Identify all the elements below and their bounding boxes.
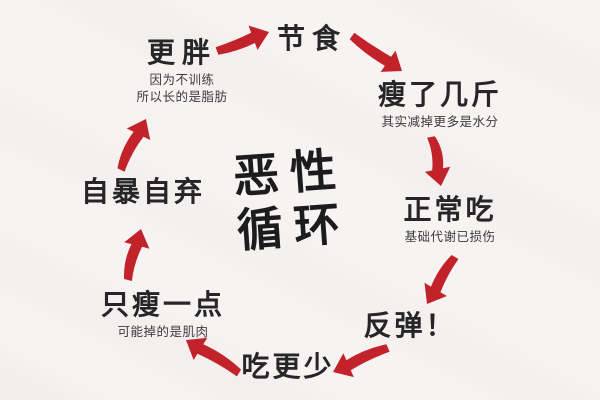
node-give-up: 自暴自弃: [80, 176, 206, 207]
node-fatter-note-2: 所以长的是脂肪: [136, 90, 228, 105]
node-fatter-note-1: 因为不训练: [149, 73, 215, 88]
node-lose-little-note: 可能掉的是肌肉: [117, 325, 209, 340]
node-rebound: 反弹！: [363, 310, 457, 341]
node-eat-less: 吃更少: [241, 351, 335, 382]
center-title-line-2: 循环: [235, 196, 353, 257]
node-diet-label: 节食: [276, 23, 348, 54]
node-fatter: 更胖 因为不训练 所以长的是脂肪: [136, 38, 227, 106]
node-diet: 节食: [276, 23, 348, 54]
node-lose-little: 只瘦一点 可能掉的是肌肉: [101, 290, 225, 341]
node-fatter-label: 更胖: [146, 37, 218, 68]
arrow-lose-little-to-give-up-icon: [124, 229, 150, 281]
arrow-diet-to-lost-pounds-icon: [349, 32, 402, 72]
node-eat-normal-label: 正常吃: [403, 194, 497, 225]
node-lose-little-label: 只瘦一点: [100, 289, 226, 320]
node-lost-pounds: 瘦了几斤 其实减掉更多是水分: [378, 80, 502, 131]
node-eat-normal-note: 基础代谢已损伤: [404, 230, 496, 245]
center-title-line-1: 恶性: [231, 143, 349, 203]
node-rebound-label: 反弹！: [363, 310, 457, 341]
center-title: 恶性 循环: [231, 143, 352, 258]
node-give-up-label: 自暴自弃: [80, 176, 206, 207]
arrow-lost-pounds-to-eat-normal-icon: [424, 136, 451, 186]
node-lost-pounds-label: 瘦了几斤: [377, 79, 503, 110]
arrow-eat-less-to-lose-little-icon: [186, 337, 242, 377]
node-lost-pounds-note: 其实减掉更多是水分: [381, 115, 499, 130]
arrow-eat-normal-to-rebound-icon: [424, 255, 459, 304]
arrow-give-up-to-fatter-icon: [117, 119, 151, 172]
node-eat-less-label: 吃更少: [241, 351, 335, 382]
node-eat-normal: 正常吃 基础代谢已损伤: [403, 195, 496, 246]
arrow-rebound-to-eat-less-icon: [333, 344, 390, 378]
